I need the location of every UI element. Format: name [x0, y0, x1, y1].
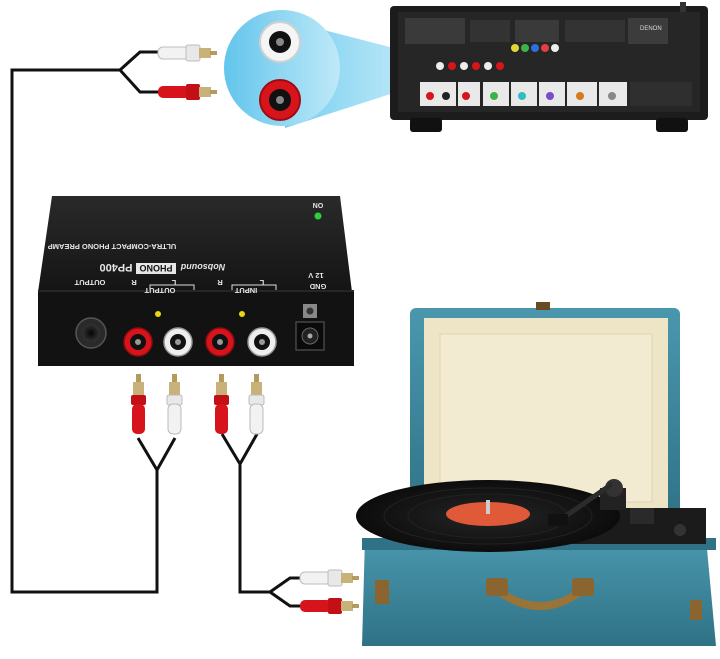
power-input-label: 12 V: [308, 271, 323, 280]
receiver-connector-rows: [405, 18, 668, 70]
receiver-foot-left: [410, 118, 442, 132]
output-section-label: OUTPUT: [144, 286, 175, 295]
preamp-subtitle: ULTRA-COMPACT PHONO PREAMP: [48, 242, 176, 251]
rca-plug-white-turntable: [299, 569, 359, 587]
preamp-model: PP400: [99, 261, 132, 273]
input-right-rca-jack: [205, 327, 235, 357]
tonearm: [548, 479, 686, 536]
output-jack-label: OUTPUT: [74, 278, 105, 287]
input-left-rca-jack: [247, 327, 277, 357]
receiver-speaker-terminals: [420, 82, 692, 106]
rca-plug-red-output: [131, 374, 146, 434]
cable-preamp-output-to-receiver: [10, 50, 177, 594]
receiver-brand: DENON: [640, 26, 662, 32]
power-led-label: ON: [313, 201, 324, 208]
av-receiver-back-panel: DENON: [390, 2, 708, 132]
gnd-label: GND: [309, 282, 326, 291]
rca-plug-red-input: [214, 374, 229, 434]
preamp-brand: Nobsound: [180, 262, 225, 272]
cable-turntable-to-preamp-input: [220, 433, 302, 608]
rca-plug-white-input: [248, 374, 265, 435]
rca-plug-red-receiver: [158, 84, 217, 100]
output-indicator-led: [155, 311, 161, 317]
input-section-label: INPUT: [234, 286, 257, 295]
gnd-terminal: [303, 304, 317, 318]
output-right-rca-jack: [123, 327, 153, 357]
turntable-handle: [486, 578, 594, 610]
input-indicator-led: [239, 311, 245, 317]
suitcase-turntable: [356, 302, 716, 646]
zoom-white-jack: [259, 21, 301, 63]
preamp-model-badge-bg: [136, 263, 176, 274]
vinyl-record: [356, 480, 620, 552]
rca-plug-white-receiver: [157, 44, 217, 62]
preamp-model-badge: PHONO: [139, 263, 172, 273]
output-left-rca-jack: [163, 327, 193, 357]
power-led: [314, 212, 322, 220]
output-right-label: R: [131, 278, 137, 287]
receiver-foot-right: [656, 118, 688, 132]
jack-zoom-callout: [224, 10, 440, 128]
phono-preamp: ON ULTRA-COMPACT PHONO PREAMP PHONO PP40…: [38, 196, 354, 366]
rca-plug-white-output: [166, 374, 183, 435]
input-right-label: R: [217, 278, 223, 287]
input-left-label: L: [259, 278, 264, 287]
output-jack-6-35mm: [75, 317, 107, 349]
dc-power-jack: [295, 321, 325, 351]
output-left-label: L: [171, 278, 176, 287]
rca-plug-red-turntable: [300, 598, 359, 614]
zoom-red-jack: [259, 79, 301, 121]
